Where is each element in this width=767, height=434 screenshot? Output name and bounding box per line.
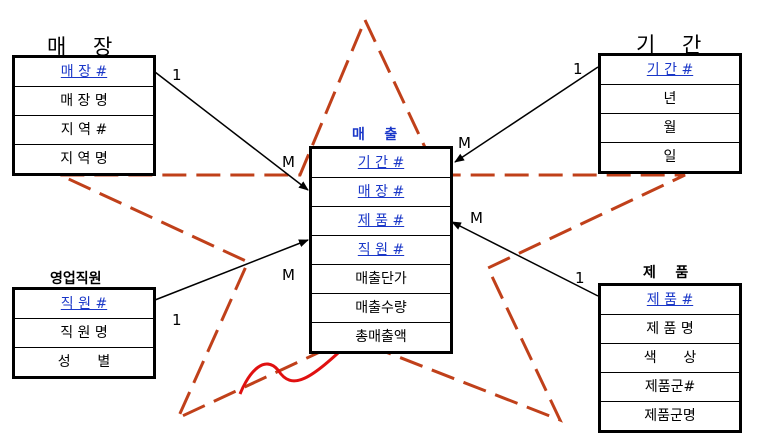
attribute-field: 지 역 명 [60, 151, 108, 167]
line-product-sales [451, 221, 599, 297]
product-title: 제 품 [643, 265, 689, 281]
line-employee-sales [154, 239, 309, 301]
attribute-field: 월 [601, 114, 739, 143]
sales-title: 매 출 [352, 127, 398, 143]
attribute-field: 제 품 명 [601, 315, 739, 344]
primary-key-field: 매 장 # [312, 178, 450, 207]
cardinality-store-one: 1 [172, 66, 182, 84]
attribute-field: 매출단가 [312, 265, 450, 294]
attribute-field: 매출수량 [312, 294, 450, 323]
period-title: 기 간 [636, 33, 702, 57]
line-store-sales [154, 71, 309, 191]
attribute-field: 제품군# [601, 373, 739, 402]
red-curved-arrow [238, 338, 354, 395]
attribute-field: 직 원 명 [15, 319, 153, 348]
cardinality-product-many: M [470, 209, 483, 227]
cardinality-period-many: M [458, 134, 471, 152]
attribute-field: 총매출액 [355, 329, 407, 345]
cardinality-product-one: 1 [575, 269, 585, 287]
primary-key-field: 제 품 # [601, 286, 739, 315]
primary-key-field: 기 간 # [601, 56, 739, 85]
cardinality-employee-many: M [282, 266, 295, 284]
primary-key-field: 제 품 # [312, 207, 450, 236]
primary-key-field: 매 장 # [15, 58, 153, 87]
attribute-field: 성 별 [57, 354, 111, 370]
employee-title: 영업직원 [50, 271, 102, 287]
attribute-field: 지 역 # [15, 116, 153, 145]
attribute-field: 색 상 [601, 344, 739, 373]
primary-key-field: 기 간 # [312, 149, 450, 178]
line-period-sales [454, 66, 599, 163]
cardinality-employee-one: 1 [172, 311, 182, 329]
attribute-field: 년 [601, 85, 739, 114]
cardinality-period-one: 1 [573, 60, 583, 78]
attribute-field: 매 장 명 [15, 87, 153, 116]
attribute-field: 일 [663, 149, 677, 165]
primary-key-field: 직 원 # [312, 236, 450, 265]
attribute-field: 제품군명 [644, 408, 696, 424]
primary-key-field: 직 원 # [15, 290, 153, 319]
store-title: 매 장 [47, 35, 113, 59]
cardinality-store-many: M [282, 153, 295, 171]
